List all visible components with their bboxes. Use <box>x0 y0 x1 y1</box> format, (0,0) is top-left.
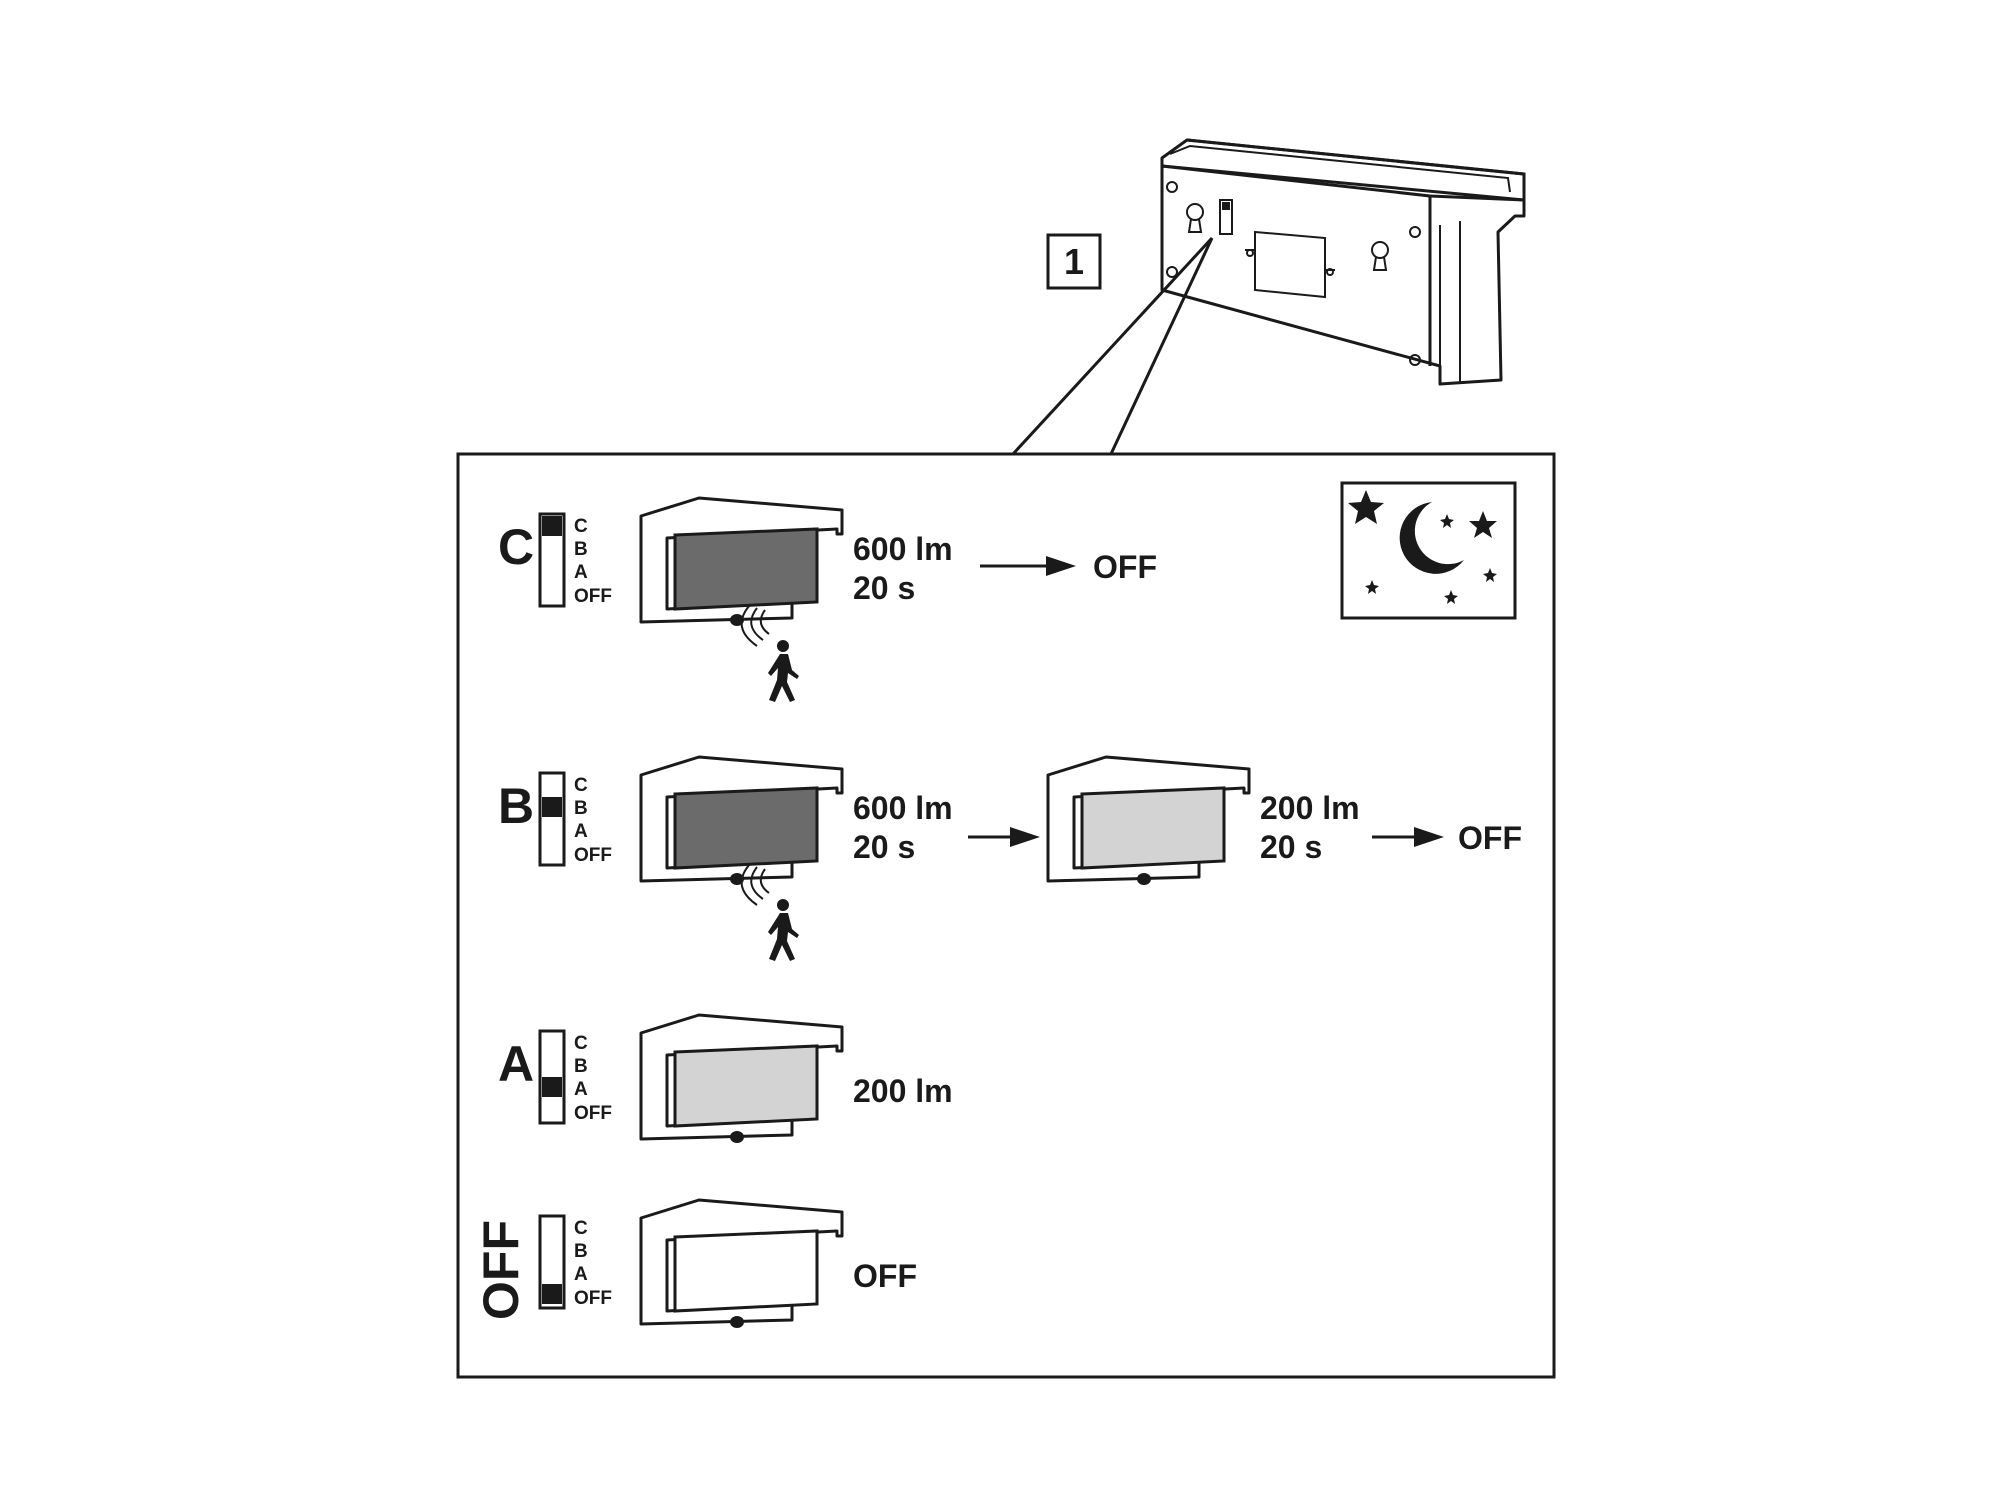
end-state-label: OFF <box>1458 820 1522 856</box>
switch-position-label: C <box>574 775 588 796</box>
mode-label: C <box>498 519 534 575</box>
mode-switch-diagram: CBA OFF <box>538 512 612 608</box>
lamp-illustration <box>1046 755 1251 885</box>
duration-value: 20 s <box>853 829 915 865</box>
lamp-illustration <box>639 1013 844 1143</box>
duration-value: 20 s <box>853 570 915 606</box>
mode-panel-frame <box>456 452 1556 1379</box>
duration-value: 20 s <box>1260 829 1322 865</box>
arrow-icon <box>968 827 1040 847</box>
arrow-icon <box>1372 827 1444 847</box>
switch-position-label: A <box>574 1264 588 1285</box>
callout-lines <box>1011 236 1214 456</box>
arrow-icon <box>980 556 1076 576</box>
switch-position-label: C <box>574 1033 588 1054</box>
end-state-label: OFF <box>1093 549 1157 585</box>
brightness-value: 600 lm <box>853 790 953 826</box>
device-back-view <box>1160 138 1526 386</box>
moon-and-stars-icon <box>1340 481 1517 620</box>
brightness-value: 200 lm <box>853 1073 953 1109</box>
brightness-value: OFF <box>853 1258 917 1294</box>
switch-position-label: B <box>574 798 588 819</box>
step-number-box: 1 <box>1046 233 1102 290</box>
switch-position-label: OFF <box>574 1103 612 1124</box>
switch-position-label: B <box>574 1241 588 1262</box>
switch-position-label: A <box>574 1079 588 1100</box>
mode-label: OFF <box>473 1220 529 1320</box>
mode-label: B <box>498 778 534 834</box>
switch-position-label: C <box>574 516 588 537</box>
brightness-value: 600 lm <box>853 531 953 567</box>
switch-position-label: OFF <box>574 586 612 607</box>
brightness-value: 200 lm <box>1260 790 1360 826</box>
lamp-illustration <box>639 1198 844 1328</box>
switch-position-label: C <box>574 1218 588 1239</box>
mode-row-off: OFF CBA OFF OFF <box>473 1198 917 1328</box>
switch-position-label: OFF <box>574 845 612 866</box>
mode-label: A <box>498 1036 534 1092</box>
switch-position-label: A <box>574 562 588 583</box>
mode-switch-diagram: CBA OFF <box>538 1029 612 1125</box>
switch-position-label: B <box>574 1056 588 1077</box>
switch-position-label: OFF <box>574 1288 612 1309</box>
keyhole-icon <box>1371 241 1389 271</box>
lamp-illustration <box>639 755 844 885</box>
switch-position-label: B <box>574 539 588 560</box>
mode-switch-diagram: CBA OFF <box>538 1214 612 1310</box>
lamp-illustration <box>639 496 844 626</box>
mode-switch-diagram: CBA OFF <box>538 771 612 867</box>
keyhole-icon <box>1186 203 1204 233</box>
switch-position-label: A <box>574 821 588 842</box>
step-number: 1 <box>1064 241 1084 282</box>
